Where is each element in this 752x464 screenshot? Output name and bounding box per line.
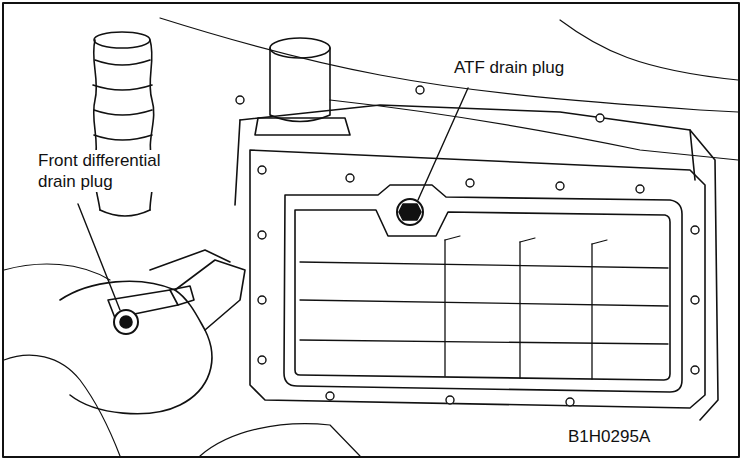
part-label: Front differential drain plug bbox=[36, 150, 186, 192]
label-holder: Front differential drain plug bbox=[36, 150, 186, 192]
figure-code: B1H0295A bbox=[566, 426, 652, 447]
label-holder: B1H0295A bbox=[566, 426, 652, 447]
part-label: ATF drain plug bbox=[452, 57, 566, 78]
label-holder: ATF drain plug bbox=[452, 57, 566, 78]
